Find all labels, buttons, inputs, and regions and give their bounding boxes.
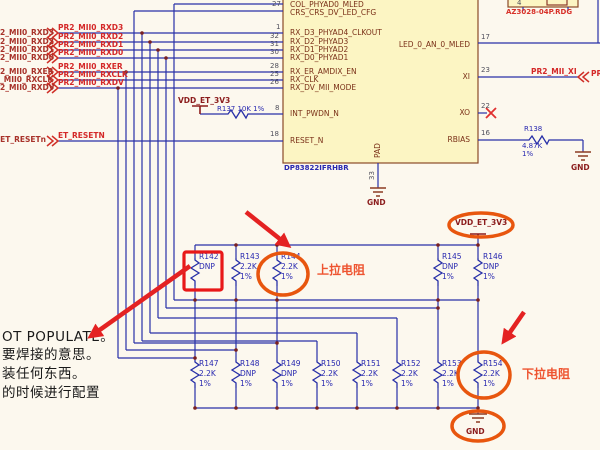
signal-wires (57, 0, 600, 245)
pin-number: 29 (272, 0, 281, 1)
gnd-symbol-rbias (575, 151, 591, 161)
pin-number: 26 (270, 78, 279, 86)
gnd-symbol-bottom (469, 413, 487, 423)
ic-pin-name: RX_ER_AMDIX_EN (290, 67, 357, 76)
note-arrow (87, 264, 192, 339)
net-label: PR2_MII0_RXD1 (58, 40, 124, 49)
ic-pin-name: CRS_CRS_DV_LED_CFG (290, 8, 377, 17)
external-net-label: ET_RESETn (0, 135, 46, 144)
net-connector-chevrons (46, 27, 590, 147)
pin-number: 8 (275, 104, 280, 112)
pin-number: 16 (481, 129, 490, 137)
ic-pin-name: RX_D2_PHYAD3 (290, 37, 349, 46)
gnd-label: GND (571, 163, 590, 172)
gnd-label-circled: GND (466, 427, 485, 436)
dnp-highlight-rect (182, 250, 224, 292)
vdd-highlight-ellipse (447, 211, 515, 239)
pullup-annotation-text: 上拉电阻 (317, 263, 366, 277)
ic-pin-name: XI (462, 72, 470, 81)
pin-number: 17 (481, 33, 490, 41)
resistor-label-r137: R137 10K 1% (217, 105, 265, 113)
net-label: PR2_MII0_RXDV (58, 78, 124, 87)
phy-ic-body (282, 0, 479, 164)
pin-number: 32 (270, 32, 279, 40)
pulldown-arrow (501, 310, 526, 345)
ic-pin-name: RX_D0_PHYAD1 (290, 53, 349, 62)
gnd-label: GND (367, 198, 386, 207)
ic-pin-name: RX_D3_PHYAD4_CLKOUT (290, 28, 382, 37)
resistor-tol-r138: 1% (522, 150, 534, 158)
pin-number: 31 (270, 40, 279, 48)
net-label: PR2_MII0_RXD0 (58, 48, 124, 57)
protection-part-number: AZ3028-04P.RDG (506, 8, 573, 16)
vdd-symbol-r137 (192, 105, 208, 114)
r144-highlight-ellipse (256, 251, 310, 297)
gnd-symbol-pad (370, 187, 386, 197)
pin-number: 25 (270, 70, 279, 78)
net-label: PR2_MII0_RXD3 (58, 23, 124, 32)
ic-pin-name: RX_CLK (290, 75, 319, 84)
external-net-label: 2_MII0_RXD3 (0, 28, 54, 37)
gnd-highlight-ellipse (450, 409, 506, 443)
ic-pin-name: RX_DV_MII_MODE (290, 83, 357, 92)
ic-pin-name: INT_PWDN_N (290, 109, 339, 118)
net-label: PR2_MII_XI (531, 67, 577, 76)
pulldown-annotation-text: 下拉电阻 (522, 367, 571, 381)
pin-number: 18 (270, 130, 279, 138)
pin-number: 22 (481, 102, 490, 110)
resistor-value-r138: 4.87K (522, 142, 543, 150)
r154-highlight-ellipse (456, 350, 512, 400)
external-net-label: 2_MII0_RXD1 (0, 45, 54, 54)
ic-pin-name: COL_PHYAD0_MLED (290, 0, 364, 9)
pin-number: 4 (517, 0, 522, 7)
ic-pin-name: RBIAS (447, 135, 470, 144)
pin-number: 30 (270, 48, 279, 56)
ic-pin-name: XO (459, 108, 470, 117)
pin-number: 23 (481, 66, 490, 74)
net-label-edge-fragment: PR2 (591, 69, 600, 78)
pin-number: 27 (272, 0, 281, 8)
ic-pin-name: RX_D1_PHYAD2 (290, 45, 349, 54)
protection-part-body (507, 0, 579, 11)
net-label: PR2_MII0_RXER (58, 62, 123, 71)
pin-number: 28 (270, 62, 279, 70)
strap-bus-verticals (117, 4, 438, 359)
external-net-label: 2_MII0_RXD2 (0, 37, 54, 46)
vdd-label-circled: VDD_ET_3V3 (455, 218, 508, 227)
ic-pin-name: RESET_N (290, 136, 324, 145)
no-connect-x-icon (485, 107, 497, 119)
net-label: PR2_MII0_RXCLK (58, 70, 128, 79)
resistor-ref-r138: R138 (524, 125, 543, 133)
net-label: PR2_MII0_RXD2 (58, 32, 124, 41)
ic-part-number: DP83822IFRHBR (284, 164, 349, 172)
ic-pin-name: LED_0_AN_0_MLED (398, 40, 470, 49)
external-net-label: 2_MII0_RXD0 (0, 53, 54, 62)
net-label: ET_RESETN (58, 131, 105, 140)
vdd-label: VDD_ET_3V3 (178, 96, 231, 105)
external-net-label: _MII0_RXCLK (0, 75, 54, 84)
pullup-arrow (244, 210, 292, 249)
external-net-label: 2_MII0_RXDV (0, 83, 55, 92)
external-net-label: 2_MII0_RXER (0, 67, 54, 76)
pin-number: 1 (276, 23, 281, 31)
